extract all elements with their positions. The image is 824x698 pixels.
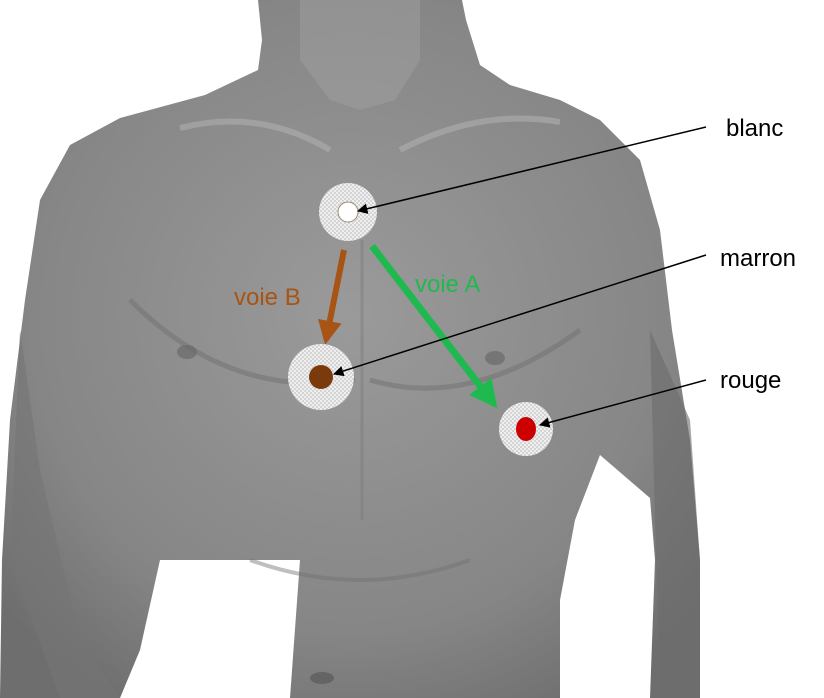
nipple-right (485, 351, 505, 365)
navel (310, 672, 334, 684)
nipple-left (177, 345, 197, 359)
lead-label-voie-a: voie A (415, 271, 480, 298)
electrode-blanc (319, 183, 377, 241)
torso-image (0, 0, 700, 698)
electrode-label-rouge: rouge (720, 367, 781, 394)
electrode-contact-red (516, 417, 536, 441)
electrode-contact-brown (309, 365, 333, 389)
electrode-contact-white (338, 202, 358, 222)
lead-label-voie-b: voie B (234, 284, 301, 311)
electrode-rouge (499, 402, 553, 456)
electrode-label-marron: marron (720, 245, 796, 272)
electrode-label-blanc: blanc (726, 115, 783, 142)
electrode-marron (288, 344, 354, 410)
